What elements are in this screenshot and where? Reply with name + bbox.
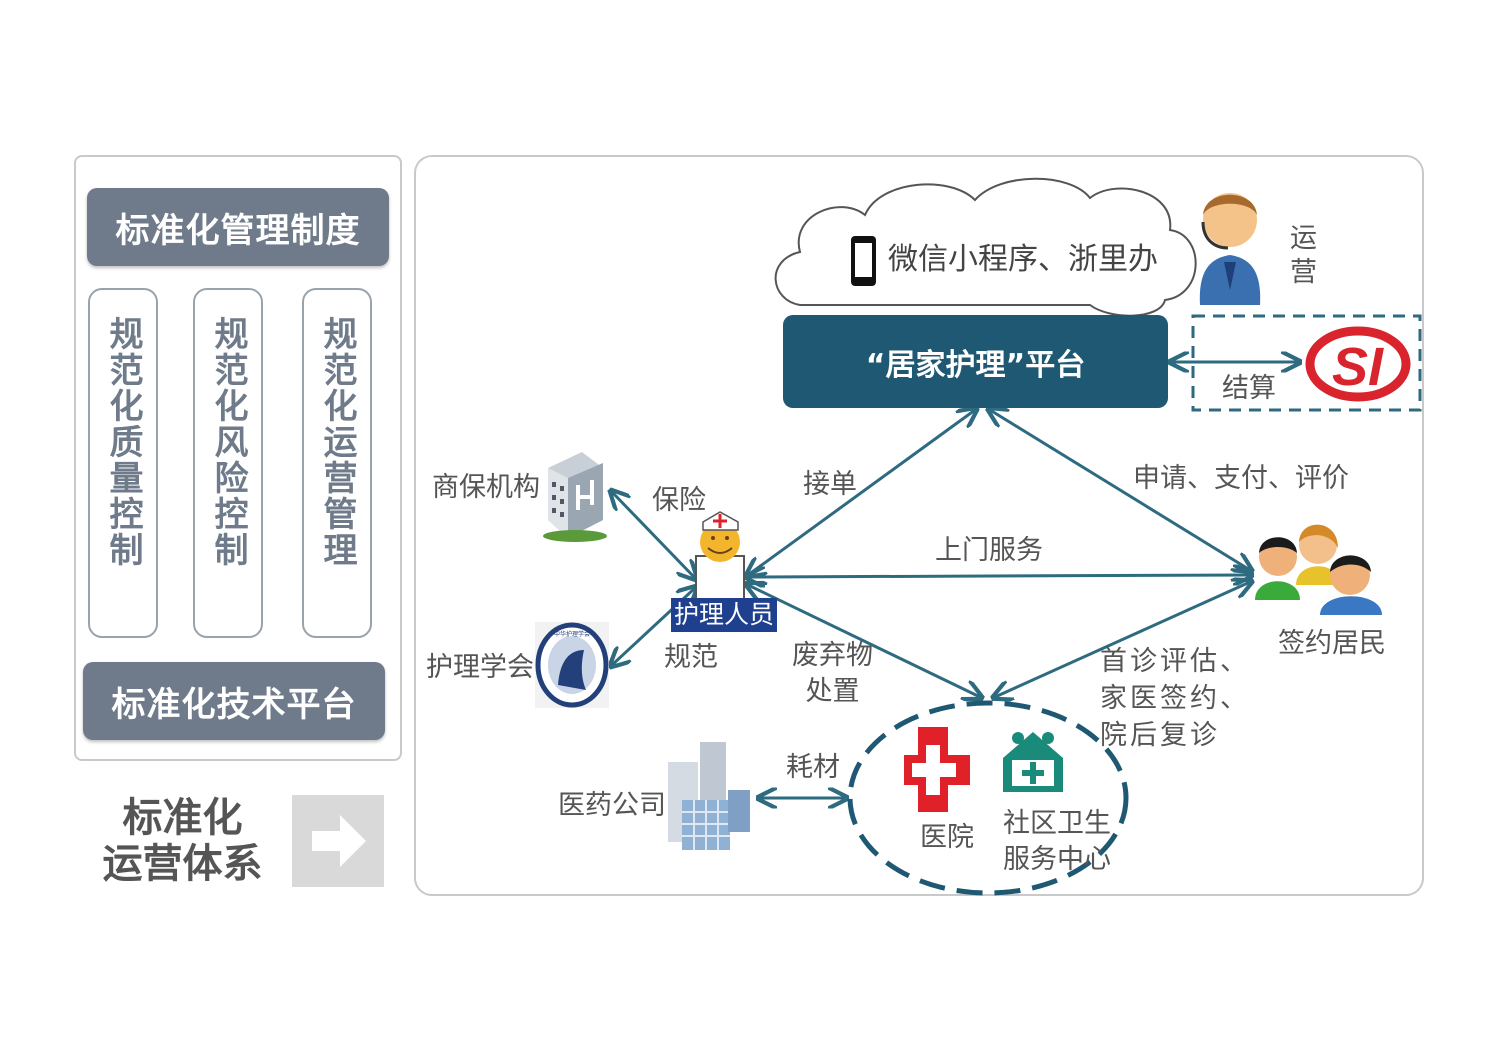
first-eval-line3: 院后复诊 bbox=[1100, 720, 1220, 751]
apply-pay-rate-label: 申请、支付、评价 bbox=[1133, 463, 1349, 494]
first-eval-line2: 家医签约、 bbox=[1100, 683, 1250, 714]
settlement-label: 结算 bbox=[1222, 373, 1276, 404]
right-arrow-icon bbox=[292, 795, 384, 887]
home-care-platform: “居家护理”平台 bbox=[783, 315, 1168, 408]
hospital-label: 医院 bbox=[920, 822, 974, 853]
residents-label: 签约居民 bbox=[1278, 628, 1386, 659]
hospital-cross-icon bbox=[904, 727, 970, 812]
waste-arrow bbox=[748, 585, 980, 697]
first-eval-arrow bbox=[995, 582, 1250, 697]
operator-label: 运 营 bbox=[1290, 222, 1317, 290]
nurse-icon bbox=[695, 511, 745, 601]
waste-line1: 废弃物 bbox=[792, 640, 873, 671]
accept-order-label: 接单 bbox=[803, 469, 857, 500]
accept-order-arrow bbox=[748, 410, 975, 575]
society-seal-text: 中华护理学会 bbox=[554, 630, 590, 638]
phone-icon bbox=[851, 236, 876, 286]
pillar-quality-control: 规范化质量控制 bbox=[88, 288, 158, 638]
operator-icon bbox=[1199, 193, 1261, 305]
waste-line2: 处置 bbox=[805, 676, 860, 707]
operator-line1: 运 bbox=[1290, 223, 1317, 254]
community-center-label: 社区卫生 服务中心 bbox=[1003, 806, 1111, 878]
ecosystem-panel bbox=[414, 155, 1424, 896]
system-label-line1: 标准化 bbox=[122, 795, 243, 841]
waste-disposal-label: 废弃物 处置 bbox=[792, 638, 873, 710]
si-logo-text: SI bbox=[1332, 337, 1384, 397]
community-health-icon bbox=[1003, 732, 1063, 792]
medical-institutions-ellipse bbox=[847, 700, 1129, 896]
pharma-label: 医药公司 bbox=[558, 790, 666, 821]
insurance-arrow bbox=[612, 492, 695, 578]
society-logo-icon: 中华护理学会 bbox=[535, 622, 609, 708]
apply-pay-arrow bbox=[990, 410, 1250, 570]
operator-line2: 营 bbox=[1290, 257, 1317, 288]
home-service-label: 上门服务 bbox=[935, 535, 1043, 566]
si-logo-icon: SI bbox=[1302, 322, 1414, 406]
insurer-label: 商保机构 bbox=[432, 472, 540, 503]
residents-icon bbox=[1255, 524, 1382, 615]
standard-label: 规范 bbox=[664, 642, 718, 673]
pillar-risk-control: 规范化风险控制 bbox=[193, 288, 263, 638]
pillar-operation-label: 规范化运营管理 bbox=[317, 316, 357, 568]
consumables-label: 耗材 bbox=[786, 752, 840, 783]
first-eval-line1: 首诊评估、 bbox=[1100, 646, 1250, 677]
system-label-line2: 运营体系 bbox=[102, 841, 263, 887]
cloud-shape bbox=[774, 177, 1197, 317]
community-line1: 社区卫生 bbox=[1003, 808, 1111, 839]
insurance-label: 保险 bbox=[652, 485, 706, 516]
building-icon bbox=[543, 452, 607, 542]
mini-program-label: 微信小程序、浙里办 bbox=[888, 242, 1158, 277]
management-system-title: 标准化管理制度 bbox=[87, 188, 389, 266]
operation-system-label: 标准化 运营体系 bbox=[100, 795, 265, 887]
home-service-arrow bbox=[748, 575, 1250, 577]
nurse-label: 护理人员 bbox=[671, 598, 777, 632]
pillar-risk-label: 规范化风险控制 bbox=[208, 316, 248, 568]
pillar-operation-management: 规范化运营管理 bbox=[302, 288, 372, 638]
community-line2: 服务中心 bbox=[1003, 844, 1111, 875]
first-evaluation-label: 首诊评估、 家医签约、 院后复诊 bbox=[1100, 643, 1250, 754]
nursing-society-label: 护理学会 bbox=[426, 652, 534, 683]
tech-platform-title: 标准化技术平台 bbox=[83, 662, 385, 740]
office-buildings-icon bbox=[668, 742, 750, 850]
left-panel bbox=[74, 155, 402, 761]
pillar-quality-label: 规范化质量控制 bbox=[103, 316, 143, 568]
